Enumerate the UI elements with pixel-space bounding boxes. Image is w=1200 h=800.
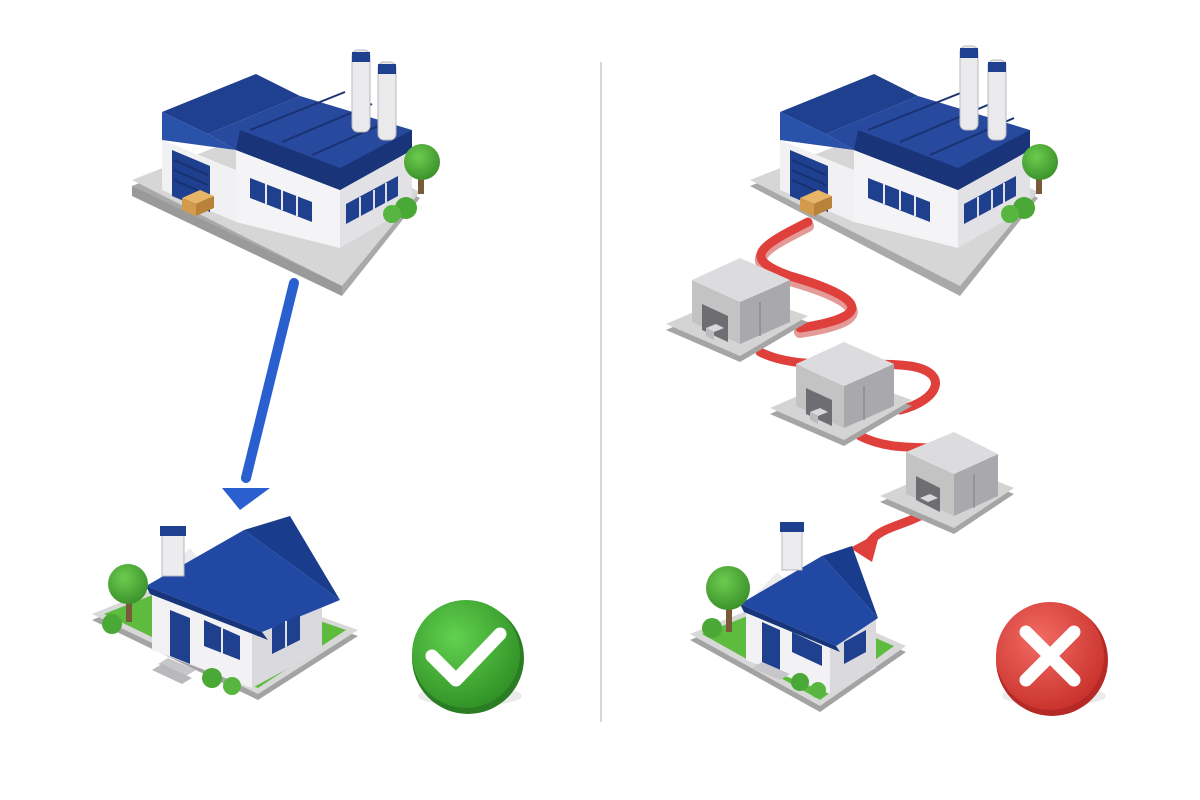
success-badge xyxy=(412,600,524,714)
check-icon xyxy=(425,627,507,687)
left-panel xyxy=(92,49,524,714)
factory-right xyxy=(750,45,1058,296)
warehouse-1 xyxy=(666,258,808,362)
factory-left xyxy=(132,49,440,296)
house-left xyxy=(92,516,358,700)
cross-icon xyxy=(1019,625,1081,687)
warehouse-3 xyxy=(880,432,1014,534)
right-panel xyxy=(666,45,1108,716)
direct-arrow xyxy=(222,278,299,510)
house-right xyxy=(690,522,906,712)
error-badge xyxy=(996,602,1108,716)
warehouse-2 xyxy=(770,342,912,446)
